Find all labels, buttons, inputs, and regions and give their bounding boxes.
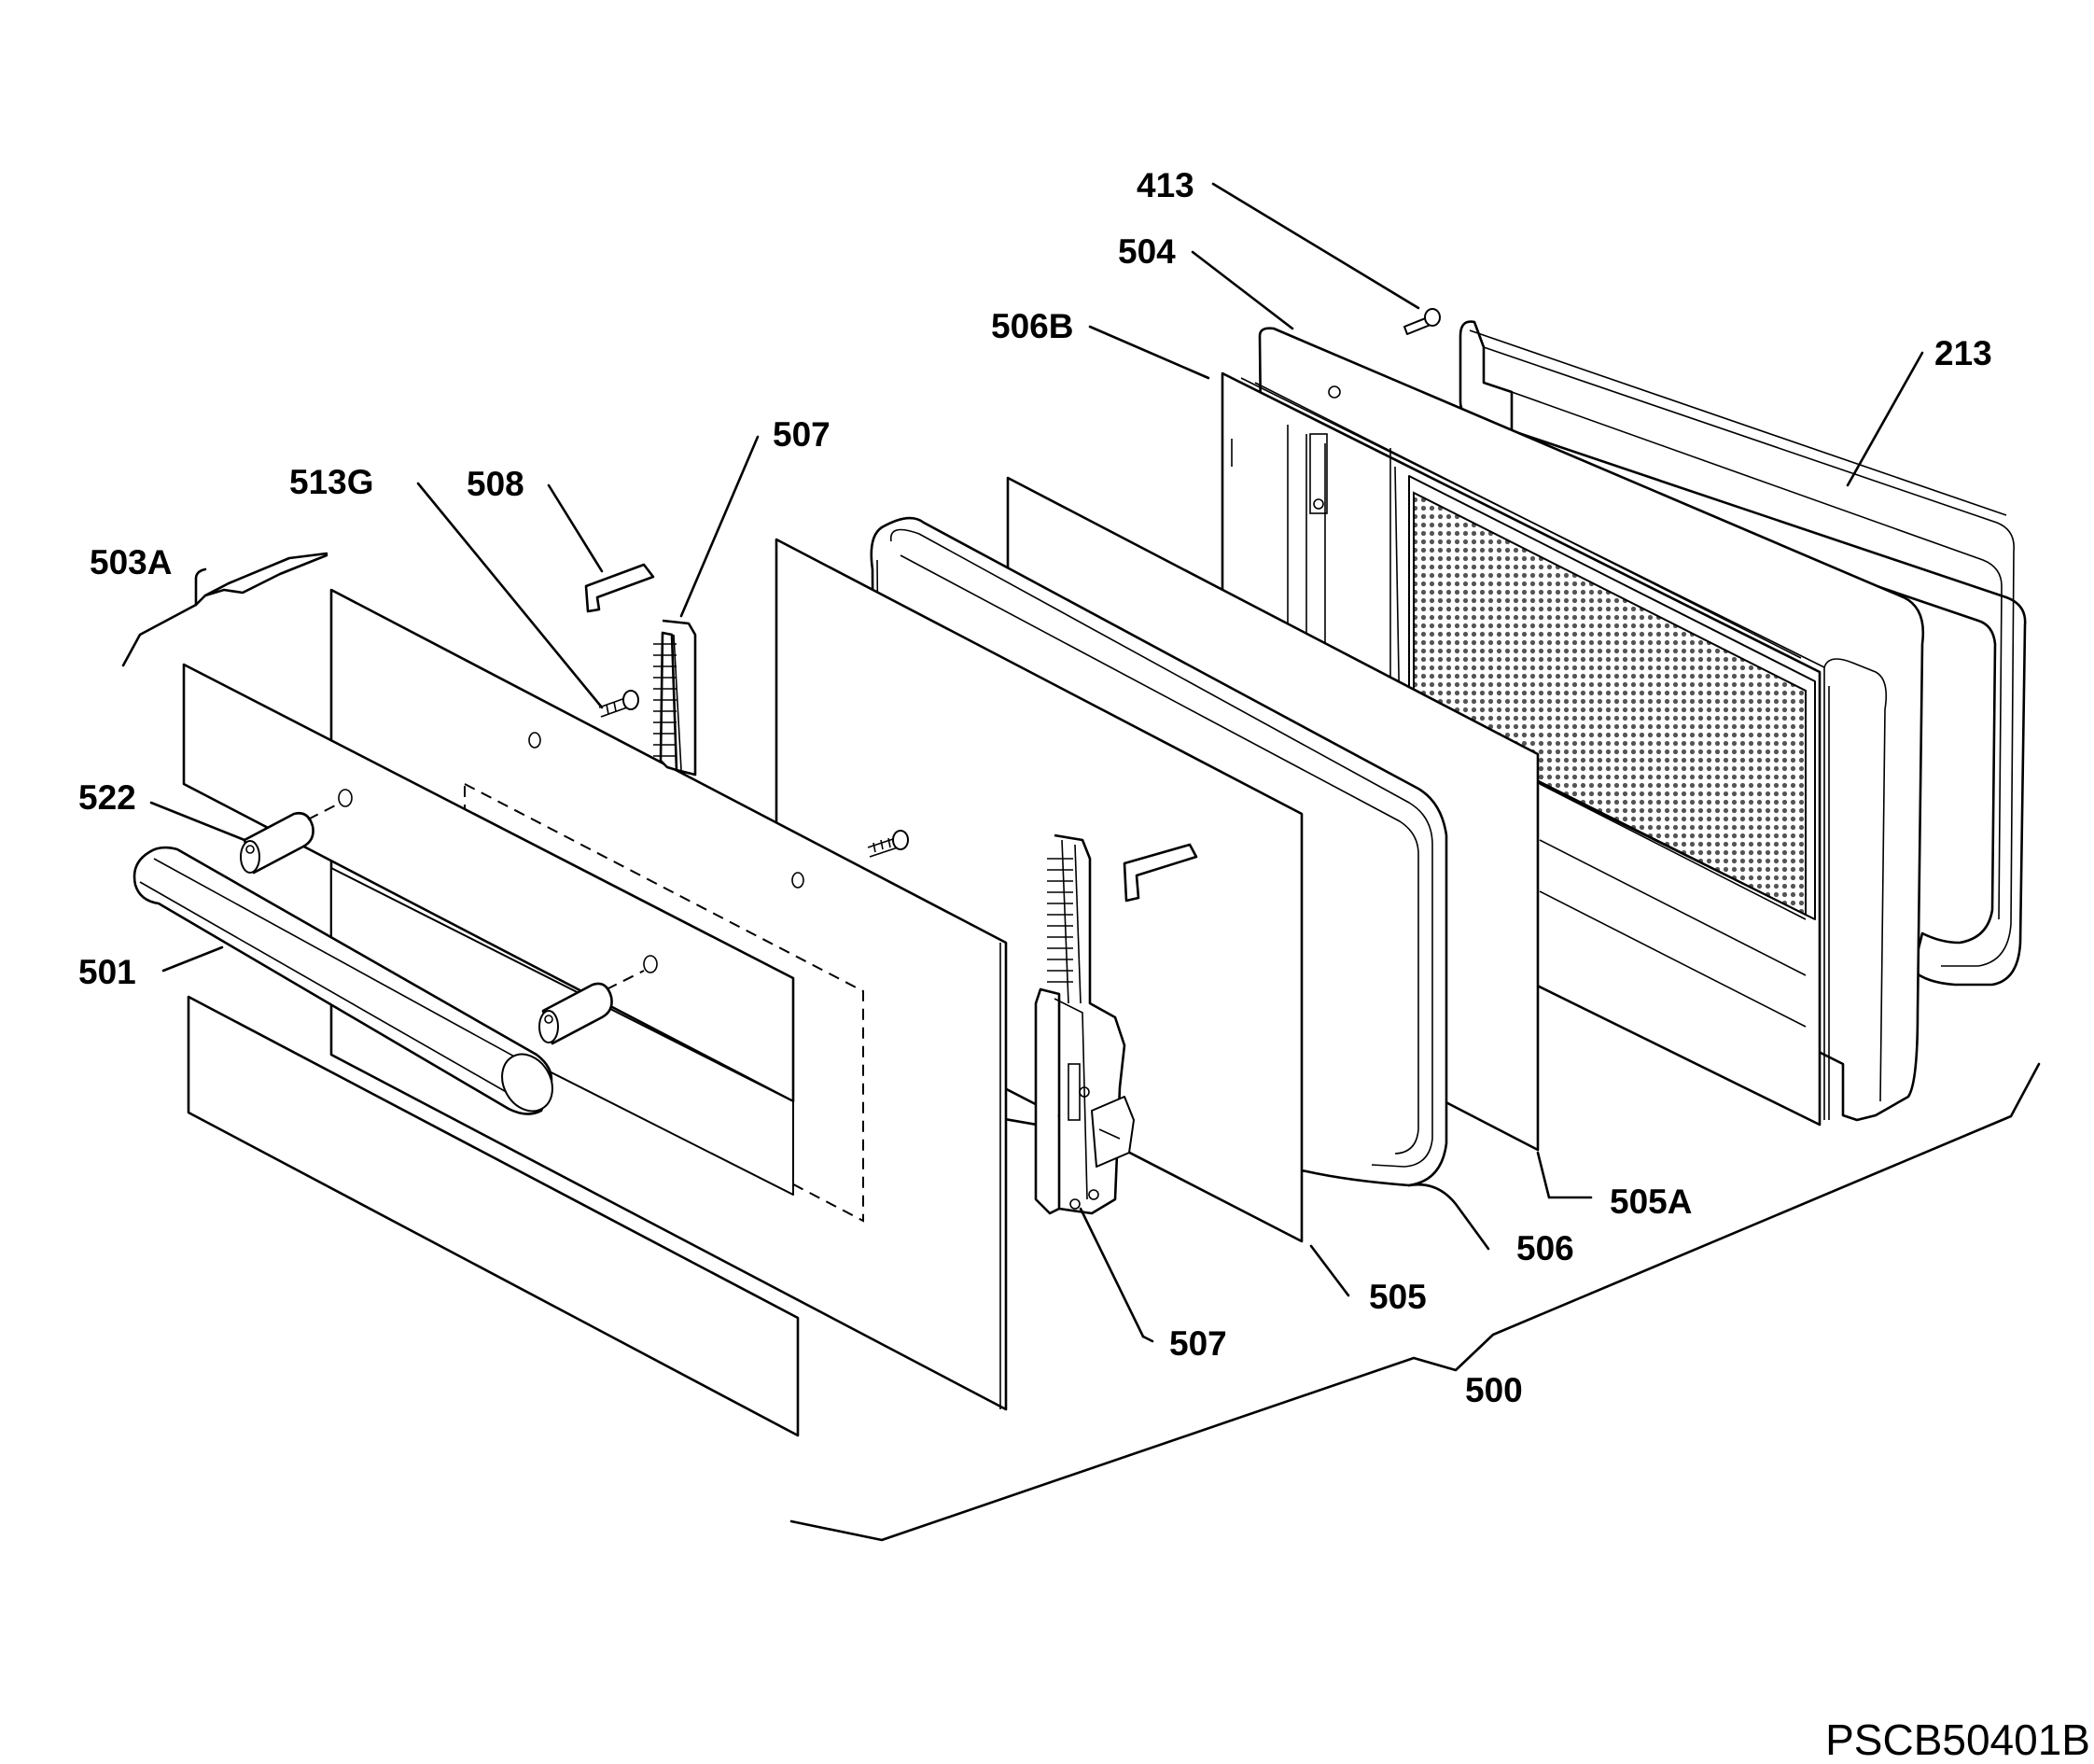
part-522-standoffs: [240, 802, 645, 1045]
part-507-hinge-left: [653, 619, 697, 777]
part-513G-screw: [598, 690, 639, 718]
label-508: 508: [467, 465, 524, 503]
label-507-bottom: 507: [1169, 1324, 1227, 1363]
label-504: 504: [1118, 232, 1176, 271]
label-522: 522: [78, 778, 136, 817]
reference-code: PSCB50401B: [1825, 1715, 2090, 1764]
bracket-503A: [121, 552, 328, 667]
label-503A: 503A: [90, 543, 172, 581]
label-501: 501: [78, 953, 136, 991]
part-413-screw: [1403, 308, 1441, 335]
label-500: 500: [1465, 1371, 1523, 1409]
part-lower-glass-strip: [187, 995, 800, 1437]
label-505: 505: [1369, 1278, 1427, 1316]
part-507-hinge-right: [1034, 833, 1135, 1215]
bracket-500: [789, 1062, 2041, 1542]
part-508-bracket-left: [584, 563, 655, 613]
label-213: 213: [1934, 334, 1992, 372]
label-506B: 506B: [991, 307, 1073, 345]
label-506: 506: [1516, 1229, 1574, 1267]
part-screw-middle: [867, 830, 909, 858]
label-513G: 513G: [289, 463, 374, 501]
label-505A: 505A: [1610, 1183, 1692, 1221]
leader-lines: [149, 182, 1924, 1343]
label-507-top: 507: [773, 415, 831, 454]
part-508-bracket-right: [1123, 843, 1198, 903]
label-413: 413: [1137, 166, 1194, 204]
part-501-handle: [133, 846, 553, 1115]
